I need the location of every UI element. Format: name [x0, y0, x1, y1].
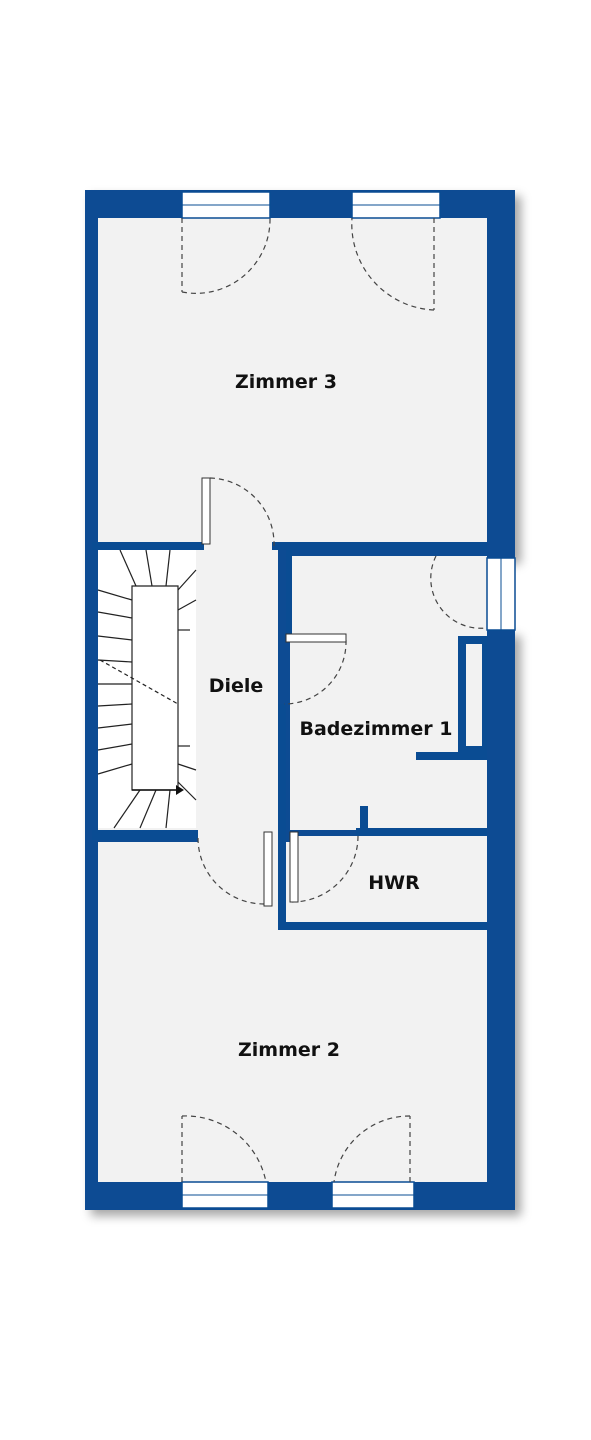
windows-top — [181, 191, 441, 219]
label-hwr: HWR — [368, 872, 420, 894]
windows-bottom — [181, 1181, 415, 1209]
door-frames — [201, 477, 347, 907]
label-zimmer-2: Zimmer 2 — [238, 1039, 340, 1061]
label-zimmer-3: Zimmer 3 — [235, 371, 337, 393]
staircase — [97, 549, 197, 829]
room-badezimmer-1 — [290, 556, 487, 830]
room-zimmer-3 — [98, 218, 487, 542]
label-diele: Diele — [209, 675, 264, 697]
window-bathroom — [486, 557, 516, 631]
label-badezimmer-1: Badezimmer 1 — [299, 718, 452, 740]
stair-arrow-icon — [176, 785, 184, 795]
room-diele — [198, 542, 278, 842]
door-swings — [181, 217, 487, 1183]
